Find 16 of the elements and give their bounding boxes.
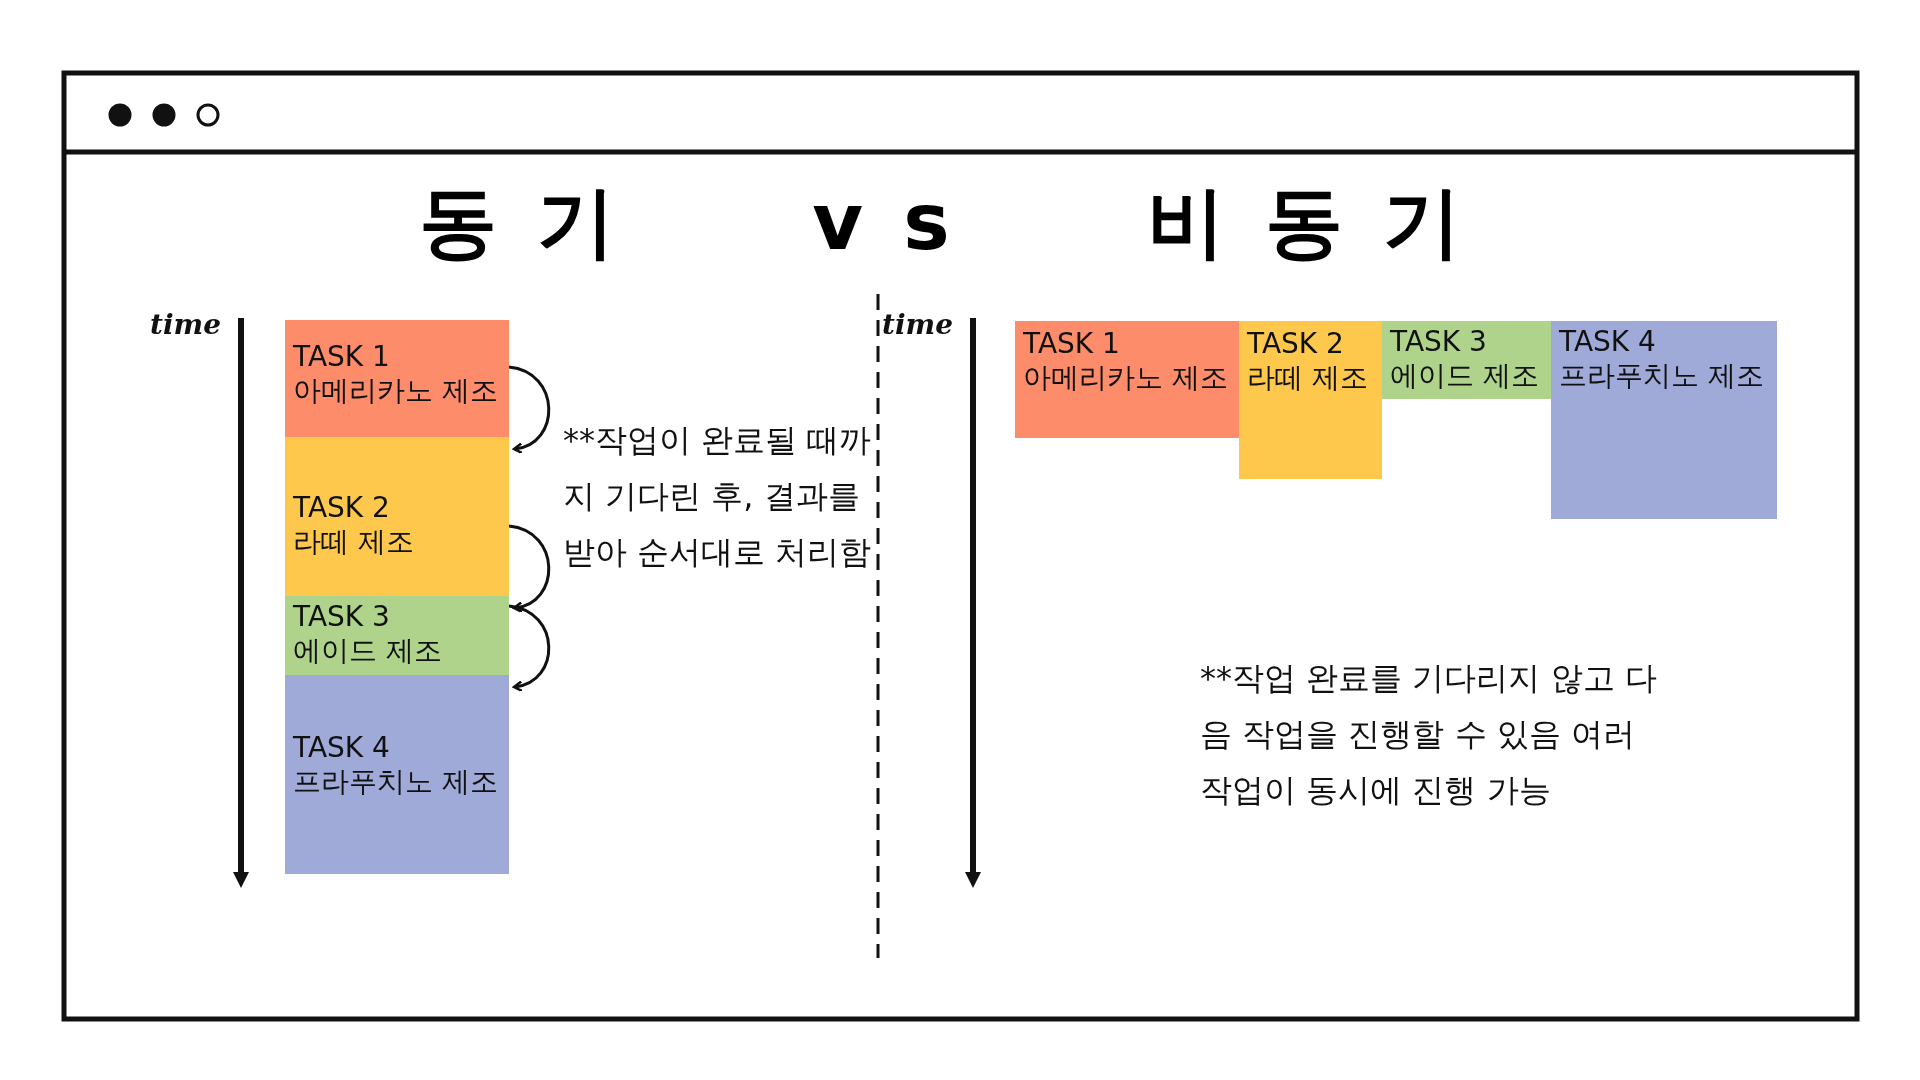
axis-label: time — [150, 308, 221, 341]
handwritten-note: **작업이 완료될 때까지 기다린 후, 결과를 받아 순서대로 처리함 — [563, 420, 873, 573]
task-box: TASK 1 아메리카노 제조 — [285, 320, 509, 437]
task-box: TASK 3 에이드 제조 — [285, 596, 509, 675]
task-box: TASK 4 프라푸치노 제조 — [285, 675, 509, 874]
task-box: TASK 4 프라푸치노 제조 — [1551, 321, 1777, 519]
task-box: TASK 1 아메리카노 제조 — [1015, 321, 1239, 438]
task-box: TASK 3 에이드 제조 — [1382, 321, 1551, 399]
title: 동기 vs 비동기 — [418, 176, 1502, 269]
curved-arrow — [508, 604, 551, 692]
axis-label: time — [882, 308, 953, 341]
task-box: TASK 2 라떼 제조 — [285, 437, 509, 596]
task-box: TASK 2 라떼 제조 — [1239, 321, 1382, 479]
curved-arrow — [508, 524, 551, 613]
handwritten-note: **작업 완료를 기다리지 않고 다음 작업을 진행할 수 있음 여러 작업이 동시에 진행 가능 — [1200, 658, 1658, 811]
curved-arrow — [508, 365, 551, 454]
